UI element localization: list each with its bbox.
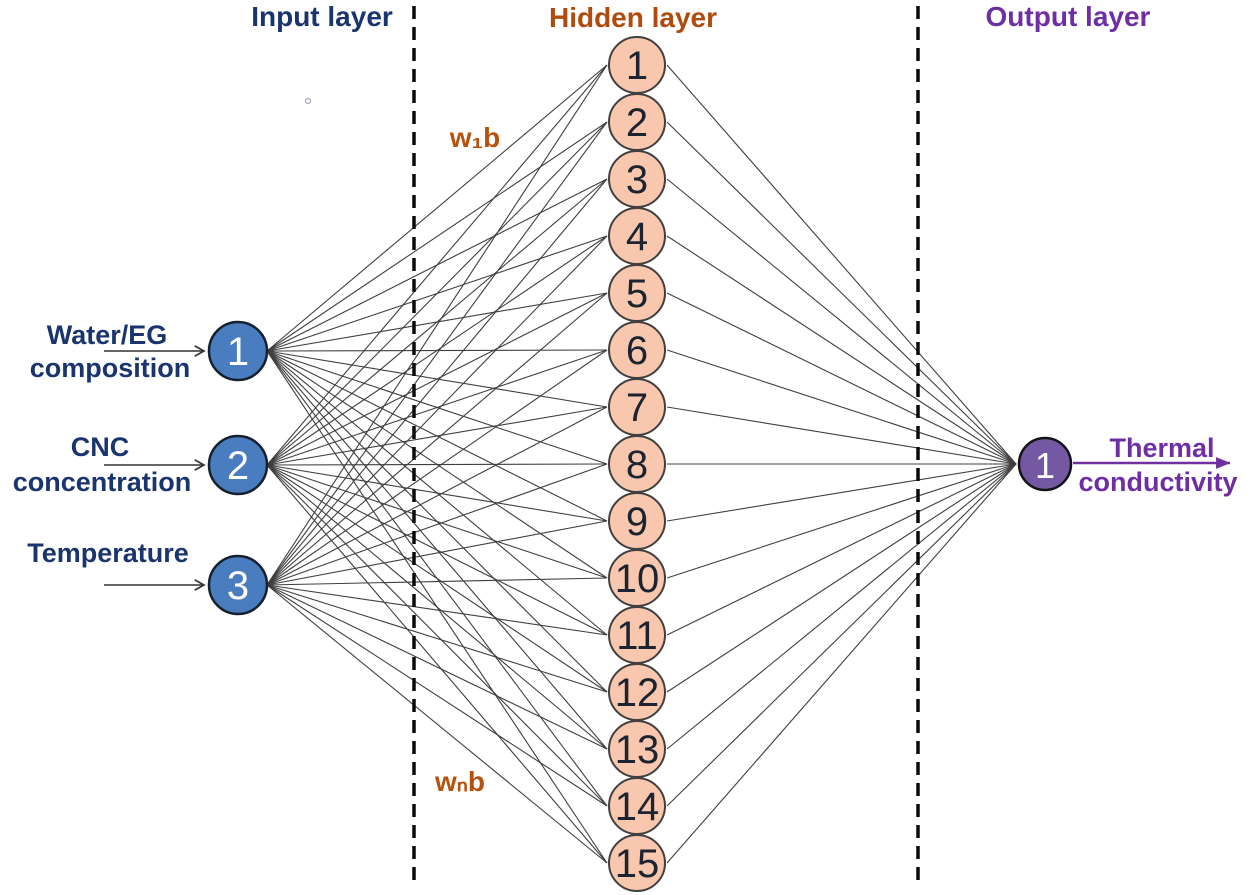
input-node-number: 1 [227,330,249,374]
input-hidden-connection [266,584,608,864]
hidden-output-connection [666,349,1017,465]
hidden-layer-title: Hidden layer [549,2,717,33]
hidden-node-number: 4 [626,215,648,259]
input-hidden-connection [266,464,608,693]
input-label-temperature: Temperature [27,538,189,568]
hidden-node-number: 9 [626,500,648,544]
input-label-cnc-line2: concentration [13,467,192,497]
input-arrows [104,345,206,591]
hidden-node-number: 5 [626,272,648,316]
input-hidden-connection [266,520,608,586]
output-label-thermal: Thermal [1109,433,1214,463]
input-hidden-connection [266,406,608,466]
hidden-node-number: 8 [626,443,648,487]
input-hidden-connection [266,463,608,466]
input-hidden-connection [266,64,608,586]
input-hidden-connection [266,584,608,636]
input-hidden-connection [266,584,608,807]
hidden-node-number: 1 [626,44,648,88]
weight-label-wnb: wₙb [434,766,485,797]
hidden-output-connection [666,463,1017,807]
output-label-conductivity: conductivity [1078,467,1237,497]
hidden-node-number: 10 [615,557,660,601]
input-hidden-connection [266,178,608,586]
input-label-cnc-line1: CNC [71,432,130,462]
input-hidden-connection [266,178,608,466]
hidden-output-connection [666,64,1017,465]
input-hidden-connection [266,464,608,579]
hidden-node-number: 14 [615,785,660,829]
input-hidden-connection [266,464,608,864]
input-hidden-connection [266,235,608,586]
hidden-output-connection [666,463,1017,864]
input-hidden-connection [266,464,608,522]
hidden-node [608,834,666,892]
input-label-water-eg-line2: composition [30,353,191,383]
output-layer-title: Output layer [986,1,1151,32]
input-hidden-connection [266,349,608,586]
hidden-output-connection [666,292,1017,465]
input-hidden-connection [266,463,608,586]
input-hidden-connection [266,464,608,750]
input-hidden-connection [266,464,608,807]
hidden-output-connection [666,178,1017,465]
hidden-node-number: 15 [615,842,660,886]
output-node-number: 1 [1035,445,1055,486]
input-hidden-connection [266,292,608,586]
input-hidden-connection [266,406,608,586]
input-hidden-connection [266,235,608,466]
input-hidden-connection [266,584,608,750]
hidden-node-number: 12 [615,671,660,715]
hidden-node-number: 7 [626,386,648,430]
input-label-water-eg-line1: Water/EG [47,320,168,350]
output-node [1017,436,1073,492]
input-node [207,554,269,616]
input-hidden-connection [266,584,608,693]
hidden-output-connection [666,235,1017,465]
input-hidden-connection [266,349,608,466]
input-node [207,434,269,496]
hidden-output-connection [666,463,1017,750]
input-hidden-connection [266,121,608,466]
hidden-output-connection [666,463,1017,522]
connection-lines [266,64,1017,864]
hidden-output-connection [666,463,1017,579]
hidden-node-number: 6 [626,329,648,373]
weight-label-w1b: w₁b [449,122,500,153]
input-hidden-connection [266,121,608,586]
input-hidden-connection [266,292,608,466]
input-hidden-connection [266,577,608,586]
input-layer-title: Input layer [251,1,393,32]
hidden-node-number: 13 [615,728,660,772]
hidden-node-number: 3 [626,158,648,202]
input-node [207,320,269,382]
input-node-number: 3 [227,564,249,608]
hidden-output-connection [666,463,1017,693]
hidden-output-connection [666,406,1017,465]
hidden-node-number: 2 [626,101,648,145]
input-hidden-connection [266,464,608,636]
input-hidden-connection [266,64,608,352]
hidden-output-connection [666,463,1017,636]
stray-dot-artifact [304,97,312,105]
input-hidden-connection [266,121,608,352]
input-node-number: 2 [227,444,249,488]
hidden-output-connection [666,121,1017,465]
hidden-node-number: 11 [616,614,658,658]
input-hidden-connection [266,64,608,466]
